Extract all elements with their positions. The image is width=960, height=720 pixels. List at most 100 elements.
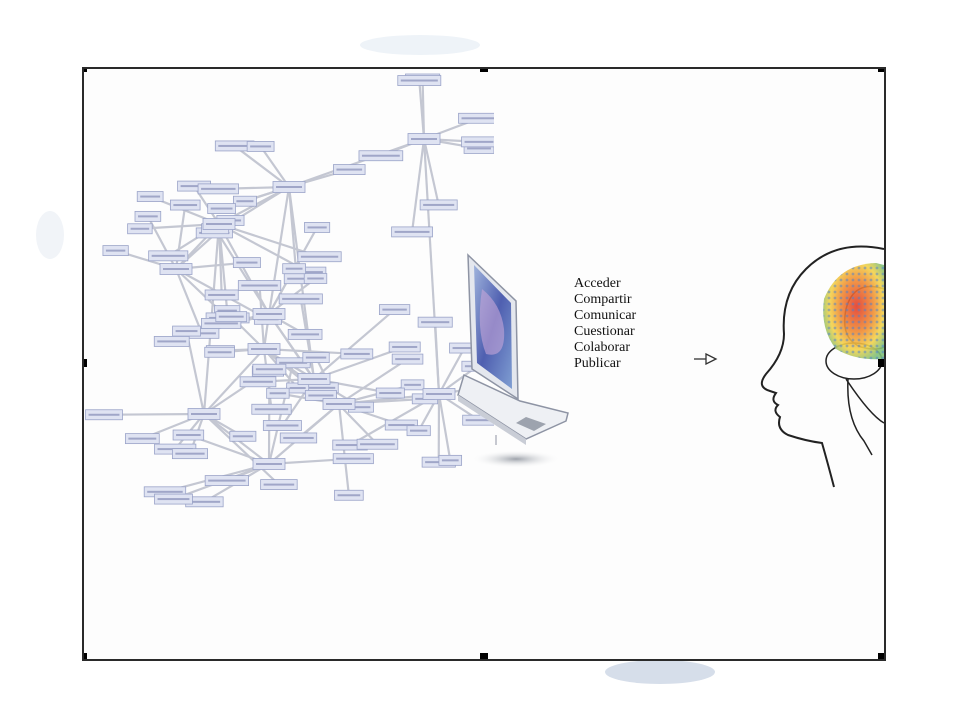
network-node-label xyxy=(409,429,428,432)
network-node-label xyxy=(465,419,493,422)
resize-handle-bottom-right[interactable] xyxy=(878,653,884,659)
network-node-label xyxy=(266,424,299,427)
network-node-label xyxy=(343,352,370,355)
network-edge xyxy=(437,393,452,461)
network-edge xyxy=(203,413,280,486)
resize-handle-top-center[interactable] xyxy=(480,69,488,72)
network-node-label xyxy=(251,348,277,350)
network-node-label xyxy=(423,203,455,206)
network-node-label xyxy=(151,254,185,257)
network-node-label xyxy=(256,463,282,465)
network-node-label xyxy=(326,403,352,405)
network-node-label xyxy=(305,356,327,359)
network-node-label xyxy=(255,368,283,371)
network-node-label xyxy=(218,315,244,318)
network-node-label xyxy=(300,255,339,258)
network-node-label xyxy=(254,408,289,411)
network-node-label xyxy=(426,393,452,395)
network-node-label xyxy=(180,185,208,188)
network-node-label xyxy=(335,444,365,447)
action-verb: Acceder xyxy=(574,276,621,291)
network-node-label xyxy=(188,500,221,503)
action-verb: Compartir xyxy=(574,292,632,307)
resize-handle-middle-left[interactable] xyxy=(84,359,87,367)
network-node-label xyxy=(411,138,437,140)
network-node-label xyxy=(232,435,253,438)
network-node-label xyxy=(207,351,232,354)
network-node-label xyxy=(336,168,363,171)
network-node-label xyxy=(263,483,295,486)
network-node-label xyxy=(400,79,438,82)
network-node-label xyxy=(307,277,324,280)
network-node-label xyxy=(175,330,198,333)
network-node-label xyxy=(379,392,402,395)
network-edge xyxy=(313,308,396,380)
social-network-graph xyxy=(85,73,494,508)
network-edge xyxy=(174,268,203,334)
network-edge xyxy=(410,138,426,233)
network-edge xyxy=(203,348,265,415)
network-node-label xyxy=(392,345,418,348)
network-node-label xyxy=(464,140,494,143)
network-node-label xyxy=(441,459,459,462)
network-node-label xyxy=(256,313,282,315)
network-node-label xyxy=(218,144,251,147)
network-node-label xyxy=(337,494,361,497)
network-node-label xyxy=(210,207,233,210)
network-edge xyxy=(422,138,440,206)
network-node-label xyxy=(307,226,327,229)
network-node-label xyxy=(276,186,302,188)
network-node-label xyxy=(176,434,201,437)
network-node-label xyxy=(243,380,273,383)
network-node-label xyxy=(208,293,236,296)
network-node-label xyxy=(236,261,258,264)
network-node-label xyxy=(187,332,216,335)
network-node-label xyxy=(293,271,323,274)
network-node-label xyxy=(382,308,407,311)
network-node-label xyxy=(236,200,254,203)
network-node-label xyxy=(285,267,303,270)
network-node-label xyxy=(217,309,237,312)
network-node-label xyxy=(157,340,187,343)
network-node-label xyxy=(361,154,400,157)
resize-handle-bottom-center[interactable] xyxy=(480,653,488,659)
network-edge xyxy=(418,80,426,140)
resize-handle-bottom-left[interactable] xyxy=(84,653,87,659)
network-node-label xyxy=(395,358,420,361)
arrow-right-icon xyxy=(694,353,718,365)
network-edge xyxy=(233,145,290,188)
network-node-label xyxy=(301,378,327,380)
resize-handle-middle-right[interactable] xyxy=(878,359,884,367)
network-edge xyxy=(338,358,409,405)
network-node-label xyxy=(157,498,190,501)
network-edge xyxy=(267,186,291,315)
head-profile-illustration xyxy=(760,245,884,488)
network-node-label xyxy=(351,406,371,409)
network-node-label xyxy=(105,249,126,252)
network-node-label xyxy=(208,479,246,482)
network-node-label xyxy=(269,392,287,395)
network-node-label xyxy=(452,347,477,350)
network-node-label xyxy=(250,145,272,148)
network-node-label xyxy=(147,490,183,493)
network-node-label xyxy=(289,386,306,389)
network-edge xyxy=(259,145,290,188)
network-node-label xyxy=(282,297,320,300)
action-verb: Colaborar xyxy=(574,340,630,355)
network-node-label xyxy=(128,437,157,440)
picture-frame[interactable]: Acceder Compartir Comunicar Cuestionar C… xyxy=(82,67,886,661)
network-node-label xyxy=(283,436,314,439)
network-edge xyxy=(434,322,441,395)
network-node-label xyxy=(206,223,232,225)
action-verb-list: Acceder Compartir Comunicar Cuestionar C… xyxy=(574,276,636,372)
network-node-label xyxy=(287,277,307,280)
resize-handle-top-right[interactable] xyxy=(878,69,884,72)
resize-handle-top-left[interactable] xyxy=(84,69,87,72)
network-node-label xyxy=(191,413,217,415)
network-node-label xyxy=(467,147,491,150)
network-node-label xyxy=(88,413,120,416)
network-node-label xyxy=(291,333,320,336)
network-node-label xyxy=(241,284,278,287)
